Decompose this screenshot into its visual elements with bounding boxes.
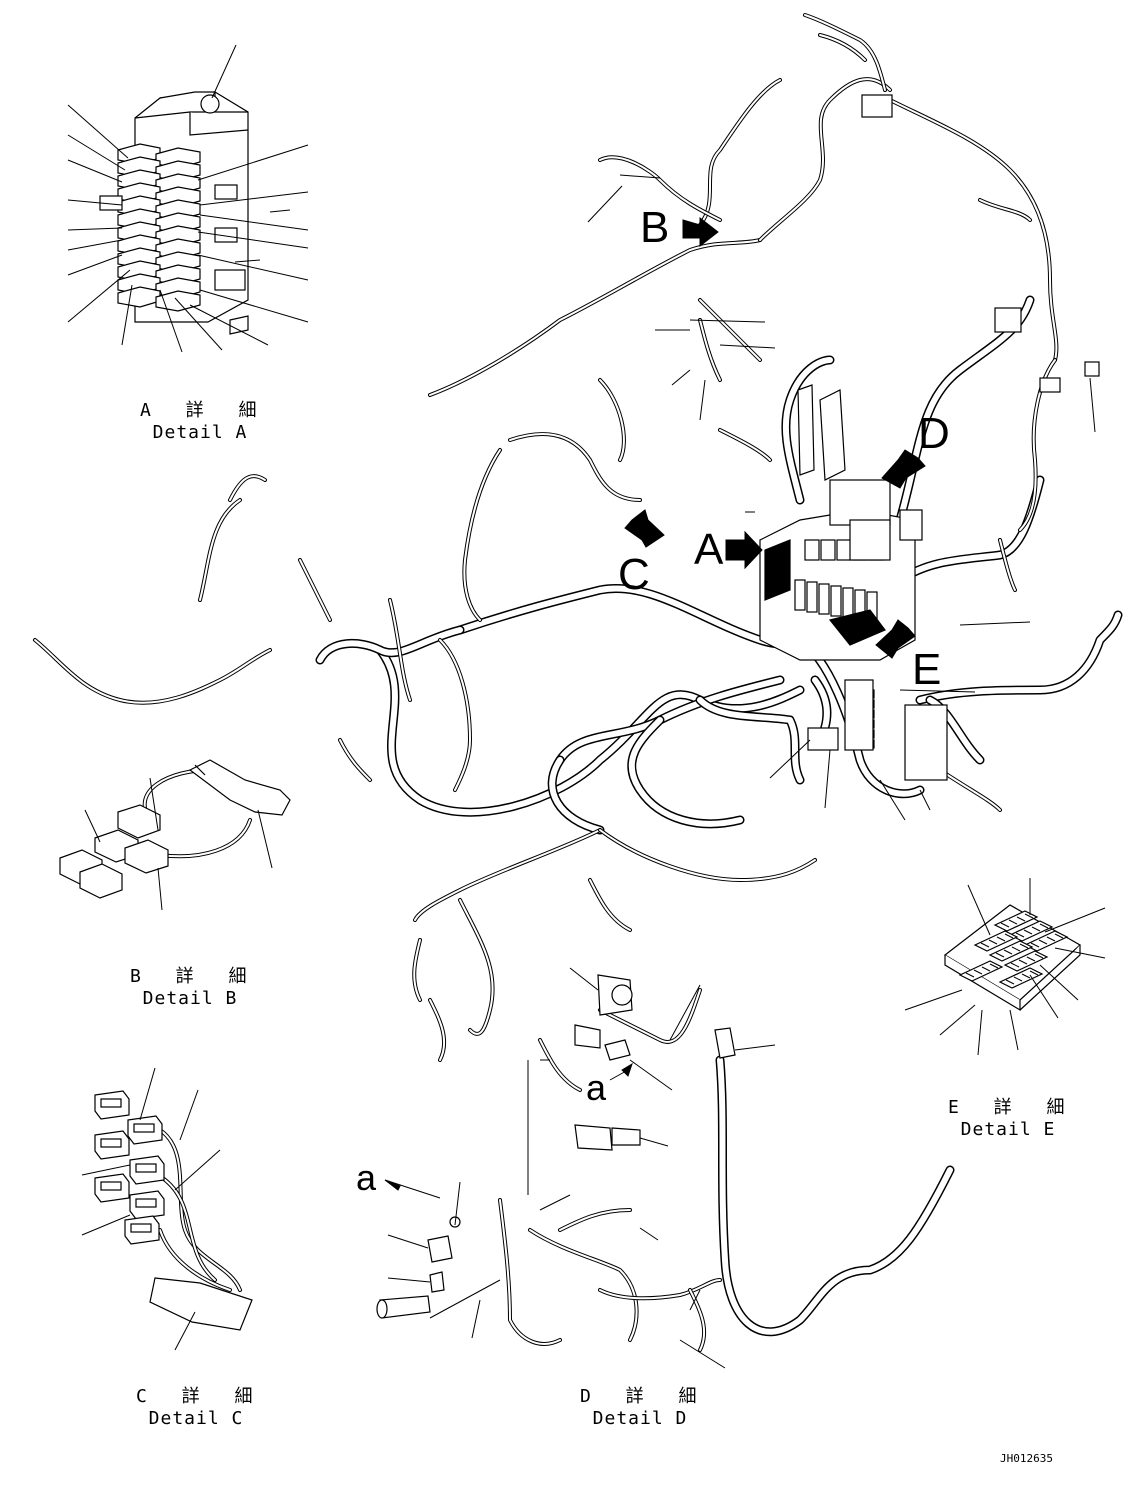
detail-a-fuse-box — [67, 44, 309, 353]
detail-e-caption-en: Detail E — [960, 1119, 1056, 1140]
callout-a: A — [694, 525, 724, 574]
detail-d-caption: D 詳 細 Detail D — [580, 1386, 700, 1430]
detail-c-caption-en: Detail C — [148, 1408, 244, 1429]
callout-small-a-upper: a — [586, 1067, 607, 1108]
detail-a-caption-en: Detail A — [152, 422, 248, 443]
callout-b: B — [640, 203, 670, 252]
callout-d: D — [918, 409, 950, 458]
detail-a-caption-jp: A 詳 細 — [140, 400, 269, 421]
callout-small-a-lower: a — [356, 1157, 377, 1198]
detail-e-relay-block — [904, 878, 1106, 1056]
callout-c: C — [618, 550, 650, 599]
detail-b-connectors — [59, 759, 291, 911]
detail-c-caption: C 詳 細 Detail C — [136, 1386, 256, 1430]
detail-d-caption-en: Detail D — [592, 1408, 688, 1429]
detail-c-caption-jp: C 詳 細 — [136, 1386, 265, 1407]
detail-e-caption: E 詳 細 Detail E — [948, 1097, 1068, 1141]
detail-b-caption-jp: B 詳 細 — [130, 966, 259, 987]
drawing-number: JH012635 — [1000, 1452, 1053, 1465]
detail-e-caption-jp: E 詳 細 — [948, 1097, 1077, 1118]
detail-c-connectors — [81, 1067, 253, 1351]
detail-b-caption: B 詳 細 Detail B — [130, 966, 250, 1010]
detail-a-caption: A 詳 細 Detail A — [140, 400, 260, 444]
detail-b-caption-en: Detail B — [142, 988, 238, 1009]
detail-d-caption-jp: D 詳 細 — [580, 1386, 709, 1407]
main-harness — [33, 13, 1123, 1369]
callout-e: E — [912, 645, 942, 694]
